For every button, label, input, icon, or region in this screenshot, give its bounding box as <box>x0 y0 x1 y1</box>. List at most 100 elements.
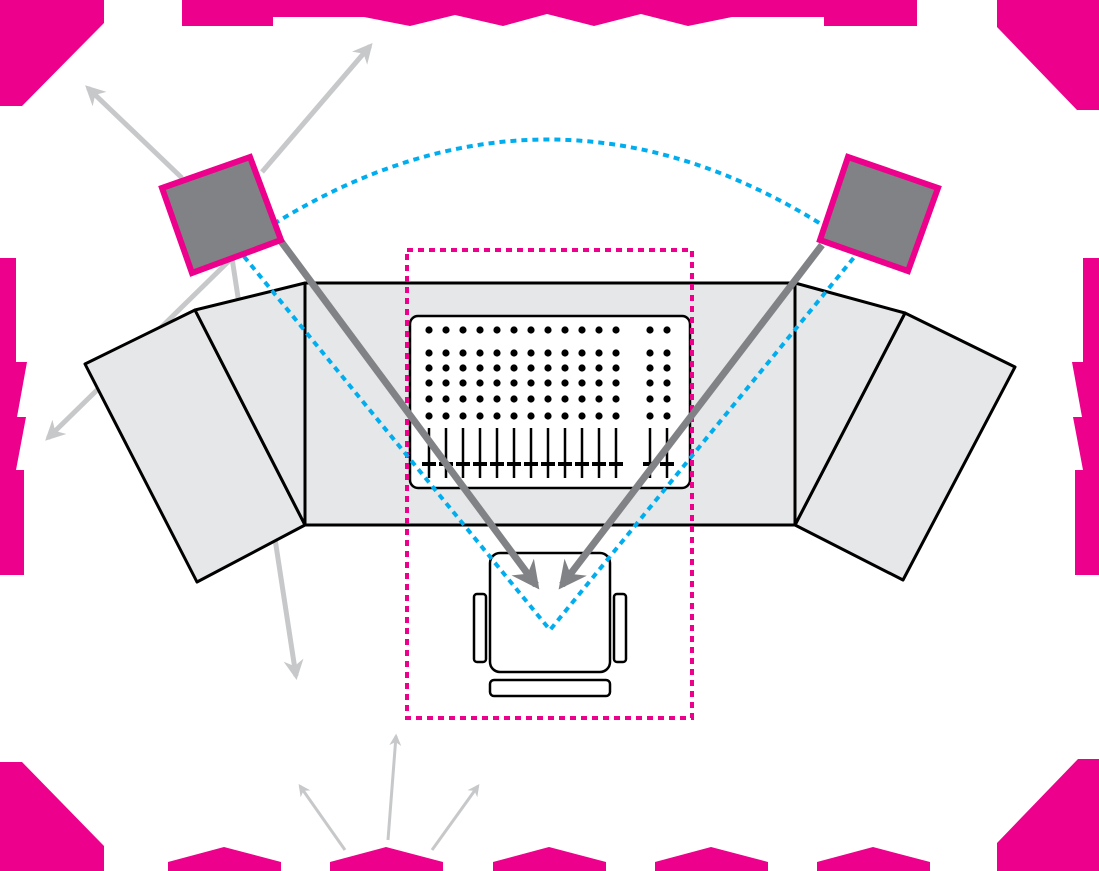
console-knob <box>493 412 501 420</box>
console-knob <box>493 326 501 334</box>
console-knob <box>442 395 450 403</box>
console-knob <box>493 349 501 357</box>
console-knob <box>493 395 501 403</box>
diffuser-panel <box>493 847 606 871</box>
console-knob <box>442 379 450 387</box>
console-knob <box>595 379 603 387</box>
office-chair <box>472 551 628 698</box>
console-knob <box>442 364 450 372</box>
diffuser-panel <box>330 847 443 871</box>
console-knob <box>442 326 450 334</box>
console-knob <box>527 412 535 420</box>
fader-cap <box>660 462 674 466</box>
console-knob <box>544 349 552 357</box>
monitor-right <box>816 153 942 275</box>
fader-cap <box>524 462 538 466</box>
fader-cap <box>592 462 606 466</box>
console-knob <box>459 349 467 357</box>
console-knob <box>646 379 654 387</box>
console-knob <box>527 395 535 403</box>
diffuser-bottom <box>168 847 930 871</box>
diffuser-top <box>182 0 917 26</box>
monitor-left <box>158 153 285 277</box>
absorber-left <box>0 258 27 575</box>
console-knob <box>646 412 654 420</box>
console-knob <box>595 326 603 334</box>
chair-armrest-left <box>472 592 488 664</box>
console-knob <box>459 412 467 420</box>
corner-bass-trap-top-left <box>0 0 104 106</box>
console-knob <box>476 395 484 403</box>
diffuser-panel <box>655 847 768 871</box>
direct-arrow-right <box>558 242 825 590</box>
chair-base <box>488 678 612 698</box>
console-knob <box>510 364 518 372</box>
console-knob <box>663 412 671 420</box>
fader-cap <box>609 462 623 466</box>
console-knob <box>476 364 484 372</box>
console-knob <box>442 349 450 357</box>
console-knob <box>663 379 671 387</box>
reflection-arrow <box>298 784 347 851</box>
console-knob <box>544 364 552 372</box>
console-knob <box>646 364 654 372</box>
speaker-arc <box>235 137 862 252</box>
console-knob <box>425 412 433 420</box>
console-knob <box>544 379 552 387</box>
console-knob <box>459 395 467 403</box>
fader-cap <box>541 462 555 466</box>
console-knob <box>425 349 433 357</box>
console-knob <box>612 379 620 387</box>
console-knob <box>578 349 586 357</box>
console-knob <box>561 326 569 334</box>
console-knob <box>476 412 484 420</box>
console-knob <box>527 326 535 334</box>
console-knob <box>459 326 467 334</box>
corner-bass-trap-top-right <box>997 0 1099 110</box>
console-knob <box>595 412 603 420</box>
fader-cap <box>473 462 487 466</box>
console-knob <box>425 395 433 403</box>
desk <box>83 281 1017 584</box>
console-knob <box>544 412 552 420</box>
chair-seat <box>488 551 612 674</box>
console-knob <box>544 326 552 334</box>
fader-cap <box>490 462 504 466</box>
console-knob <box>663 326 671 334</box>
reflection-arrow <box>430 784 480 851</box>
console-knob <box>510 412 518 420</box>
console-knob <box>595 395 603 403</box>
console-knob <box>663 364 671 372</box>
corner-bass-trap-bottom-left <box>0 762 104 871</box>
console-knob <box>561 412 569 420</box>
fader-cap <box>558 462 572 466</box>
console-knob <box>578 395 586 403</box>
console-knob <box>476 349 484 357</box>
console-knob <box>578 412 586 420</box>
chair-armrest-right <box>612 592 628 664</box>
fader-cap <box>575 462 589 466</box>
console-knob <box>544 395 552 403</box>
console-knob <box>561 364 569 372</box>
fader-cap <box>456 462 470 466</box>
console-knob <box>493 379 501 387</box>
console-knob <box>578 326 586 334</box>
fader-cap <box>422 462 436 466</box>
console-knob <box>612 412 620 420</box>
fader-cap <box>507 462 521 466</box>
console-knob <box>646 349 654 357</box>
fader-cap <box>643 462 657 466</box>
listening-zone <box>405 248 694 720</box>
console-knob <box>510 395 518 403</box>
absorber-right <box>1072 258 1099 575</box>
console-knob <box>510 349 518 357</box>
console-knob <box>578 364 586 372</box>
console-knob <box>510 379 518 387</box>
diffuser-panel <box>817 847 930 871</box>
console-knob <box>425 326 433 334</box>
console-knob <box>425 364 433 372</box>
mixing-console <box>408 314 692 490</box>
direct-arrow-left <box>277 237 540 590</box>
console-knob <box>527 364 535 372</box>
